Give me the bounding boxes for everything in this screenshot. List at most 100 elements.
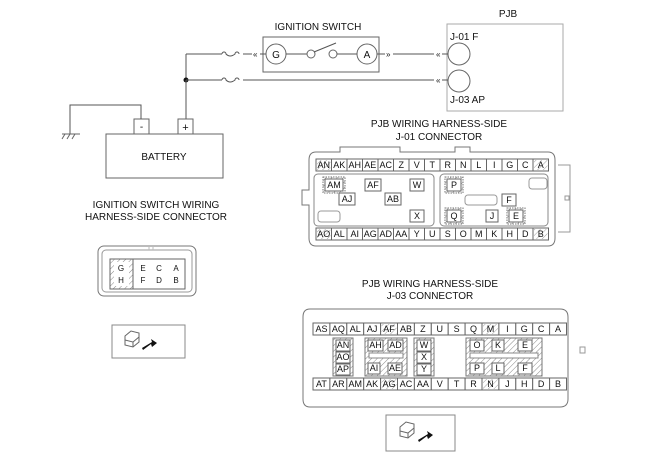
- pin: F: [141, 276, 146, 285]
- pin-label: R: [445, 160, 452, 170]
- pin-cell: [416, 339, 432, 352]
- pjb-terminal-circle: [447, 42, 471, 66]
- ignition-switch-title: IGNITION SWITCH: [275, 22, 362, 33]
- pin-label: G: [506, 160, 513, 170]
- pin-label: X: [421, 352, 427, 362]
- pin-label: AD: [389, 340, 402, 350]
- terminal-g-label: G: [272, 50, 280, 61]
- pin-label: V: [414, 160, 420, 170]
- pjb-box: [446, 23, 564, 112]
- pin: E: [140, 264, 145, 273]
- pin-cell: [409, 178, 425, 192]
- pin-label: Z: [399, 160, 405, 170]
- j03-title-1: PJB WIRING HARNESS-SIDE: [362, 279, 498, 290]
- pjb-terminal-j01f: J-01 F: [450, 32, 478, 43]
- pin-label: Q: [470, 324, 477, 334]
- pin-label: AT: [316, 379, 327, 389]
- pin-label: AB: [387, 194, 399, 204]
- fuse-icon: [221, 77, 240, 83]
- connector-mark: »: [386, 50, 391, 59]
- pin-label: I: [506, 324, 509, 334]
- pin-cell: [335, 351, 351, 364]
- pin-label: Y: [414, 229, 420, 239]
- pin-cell: [324, 178, 344, 192]
- pin-label: N: [487, 379, 494, 389]
- ground-wire: [69, 104, 142, 134]
- pin-label: C: [538, 324, 545, 334]
- switch-contact: [328, 49, 338, 59]
- pjb-terminal-j03ap: J-03 AP: [450, 95, 485, 106]
- pin-label: AO: [336, 352, 349, 362]
- pin-label: D: [538, 379, 545, 389]
- blank-slot: [464, 194, 498, 206]
- pin-label: C: [522, 160, 529, 170]
- connector-mark: «: [253, 50, 258, 59]
- connector-mark: «: [436, 76, 441, 85]
- ground-icon: [61, 133, 80, 140]
- pin-label: AI: [350, 229, 359, 239]
- pin-label: AQ: [332, 324, 345, 334]
- pin-label: O: [460, 229, 467, 239]
- pin-label: T: [430, 160, 436, 170]
- pin-label: AP: [337, 364, 349, 374]
- j01-connector: PJB WIRING HARNESS-SIDE J-01 CONNECTOR A…: [301, 119, 571, 247]
- pin-cell: [549, 377, 567, 391]
- pin-cell: [416, 363, 432, 376]
- blank-slot: [469, 352, 539, 359]
- pin-label: E: [513, 211, 519, 221]
- pin-label: AJ: [367, 324, 378, 334]
- battery-label: BATTERY: [141, 152, 187, 163]
- pin-cell: [446, 209, 462, 223]
- pin-highlight: [317, 229, 331, 239]
- pin-label: K: [495, 340, 501, 350]
- pin-cell: [517, 362, 533, 375]
- battery-negative-label: -: [140, 122, 143, 133]
- pin-label: AS: [315, 324, 327, 334]
- j03-title-2: J-03 CONNECTOR: [387, 291, 474, 302]
- pin-label: AM: [327, 180, 341, 190]
- pin-label: Z: [420, 324, 426, 334]
- pin-label: E: [522, 340, 528, 350]
- j01-housing: [301, 146, 556, 247]
- pin-label: AA: [417, 379, 429, 389]
- switch-blade: [313, 42, 337, 53]
- ignition-connector-title-1: IGNITION SWITCH WIRING: [93, 200, 220, 211]
- connector-view-icon: [111, 324, 186, 359]
- pin-label: AC: [400, 379, 413, 389]
- pin-label: Y: [421, 364, 427, 374]
- pin-label: AJ: [342, 194, 353, 204]
- pin-label: AB: [400, 324, 412, 334]
- pin-label: AA: [395, 229, 407, 239]
- pin-label: H: [521, 379, 528, 389]
- pin-highlight: [483, 324, 498, 334]
- pin-cell: [387, 339, 404, 352]
- pin-cell: [384, 192, 402, 206]
- arrow-icon: [142, 339, 157, 350]
- pin-cell: [367, 339, 384, 352]
- pin-cell: [416, 351, 432, 364]
- pin-cell: [335, 339, 351, 352]
- pin-label: U: [437, 324, 444, 334]
- connector-mark: «: [436, 50, 441, 59]
- connector-inner: [101, 249, 193, 293]
- schematic: IGNITION SWITCH G A PJB J-01 F J-03 AP «…: [61, 9, 564, 179]
- pin-label: A: [538, 160, 544, 170]
- pin-label: AH: [348, 160, 361, 170]
- pin-label: F: [506, 195, 512, 205]
- pin-label: B: [555, 379, 561, 389]
- pin-cell: [338, 192, 356, 206]
- pin: C: [156, 264, 162, 273]
- pin-cell: [364, 178, 382, 192]
- pin-highlight: [381, 324, 397, 334]
- pin-cell: [508, 209, 524, 223]
- pin-label: AE: [389, 363, 401, 373]
- pin-label: T: [454, 379, 460, 389]
- pin-label: R: [470, 379, 477, 389]
- pin-highlight: [483, 379, 498, 389]
- pin-label: M: [475, 229, 483, 239]
- fuse-icon: [221, 51, 240, 57]
